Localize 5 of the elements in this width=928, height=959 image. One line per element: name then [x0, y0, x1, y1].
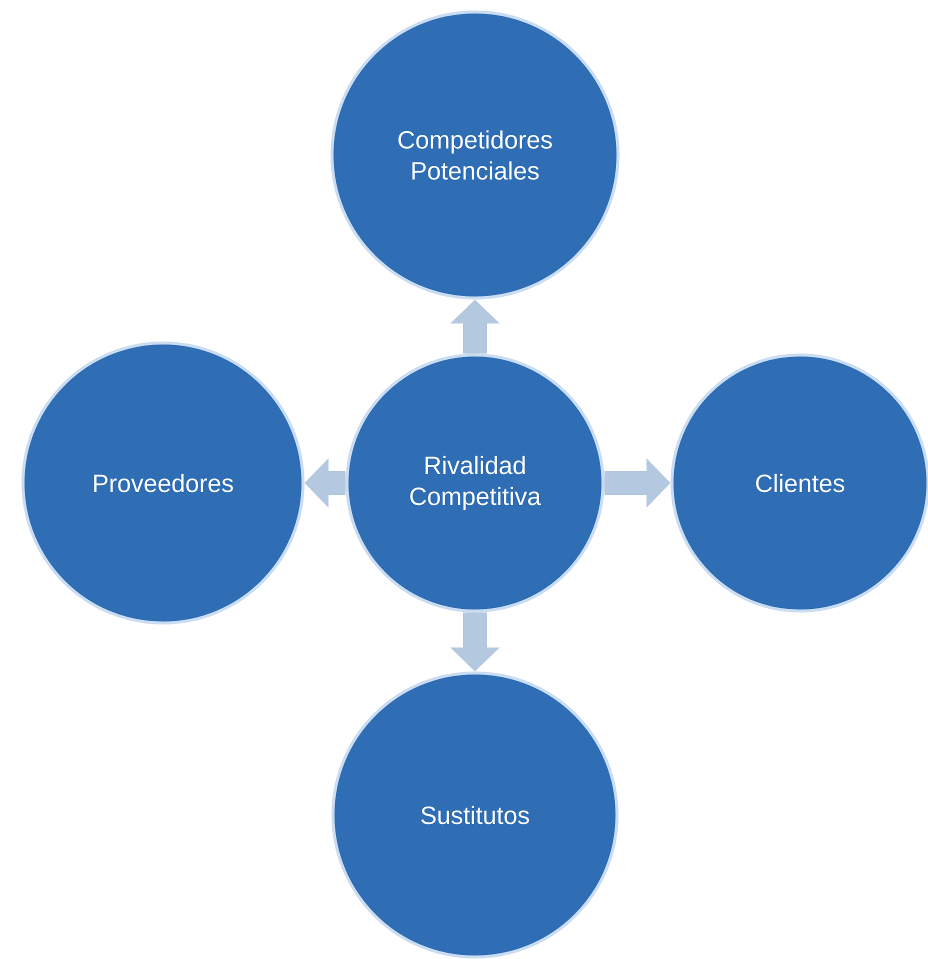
- circle-node: Clientes: [670, 354, 928, 612]
- circle-node: Proveedores: [22, 342, 304, 624]
- circle-node: Rivalidad Competitiva: [346, 354, 604, 612]
- circle-node: Competidores Potenciales: [330, 10, 620, 300]
- circle-node: Sustitutos: [332, 672, 618, 958]
